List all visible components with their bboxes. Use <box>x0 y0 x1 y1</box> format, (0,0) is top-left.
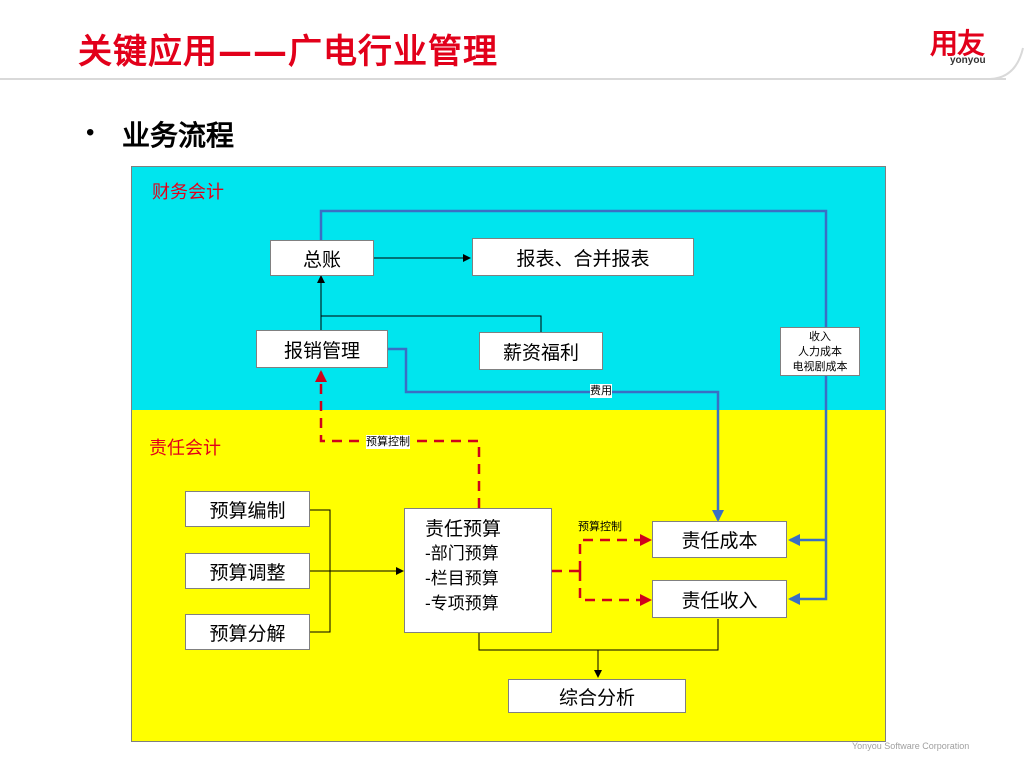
financial-accounting-panel <box>131 166 886 411</box>
budget-control-label-upper: 预算控制 <box>366 435 410 449</box>
responsibility-budget-special: -专项预算 <box>425 594 499 614</box>
income-label: 收入 <box>809 330 831 343</box>
logo-chinese: 用友 <box>930 27 985 60</box>
budget-decompose-node: 预算分解 <box>185 614 310 650</box>
responsibility-cost-node: 责任成本 <box>652 521 787 558</box>
responsibility-budget-column: -栏目预算 <box>425 569 499 589</box>
title-divider <box>0 78 1006 80</box>
budget-compile-node: 预算编制 <box>185 491 310 527</box>
comprehensive-analysis-node: 综合分析 <box>508 679 686 713</box>
responsibility-budget-title: 责任预算 <box>425 518 502 540</box>
page-title: 关键应用——广电行业管理 <box>78 32 498 72</box>
logo-english: yonyou <box>950 55 986 66</box>
budget-adjust-node: 预算调整 <box>185 553 310 589</box>
bullet-dot: • <box>86 119 95 146</box>
bullet-heading: 业务流程 <box>122 119 235 152</box>
responsibility-budget-node: 责任预算 -部门预算 -栏目预算 -专项预算 <box>404 508 552 633</box>
income-cost-label: 收入 人力成本 电视剧成本 <box>780 327 860 376</box>
reimbursement-node: 报销管理 <box>256 330 388 368</box>
yonyou-logo: 用友 yonyou <box>930 22 1000 66</box>
expense-label: 费用 <box>590 384 612 398</box>
hr-cost-label: 人力成本 <box>798 345 842 358</box>
general-ledger-node: 总账 <box>270 240 374 276</box>
tv-drama-cost-label: 电视剧成本 <box>792 360 848 373</box>
footer-company: Yonyou Software Corporation <box>852 741 970 751</box>
budget-control-label-right: 预算控制 <box>578 520 622 533</box>
payroll-node: 薪资福利 <box>479 332 603 370</box>
responsibility-income-node: 责任收入 <box>652 580 787 618</box>
title-divider-curve <box>990 47 1024 80</box>
financial-accounting-label: 财务会计 <box>152 182 224 203</box>
responsibility-budget-dept: -部门预算 <box>425 544 499 564</box>
responsibility-accounting-label: 责任会计 <box>149 438 221 459</box>
reports-node: 报表、合并报表 <box>472 238 694 276</box>
